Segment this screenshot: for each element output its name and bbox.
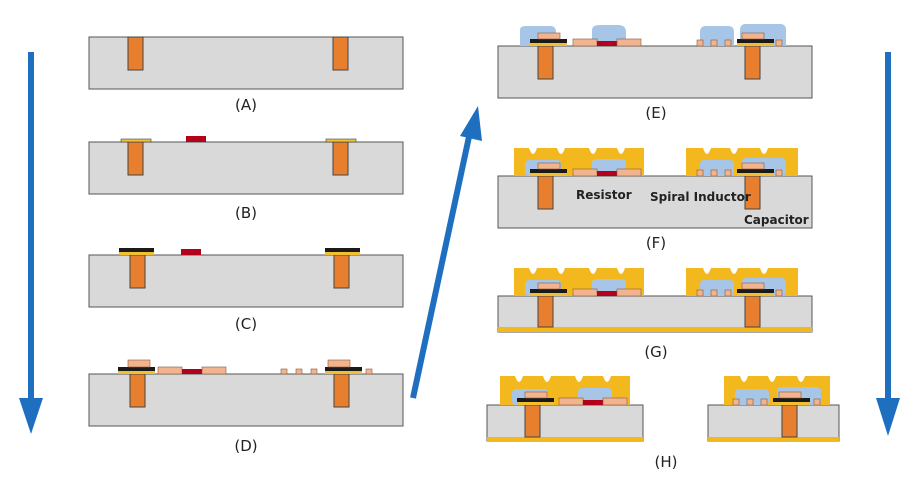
via bbox=[744, 45, 761, 80]
via bbox=[524, 404, 541, 438]
step-label-h: (H) bbox=[655, 453, 678, 471]
step-b-diagram bbox=[88, 136, 404, 195]
step-h-diagram bbox=[486, 376, 840, 442]
spiral-inductor-label: Spiral Inductor bbox=[650, 190, 751, 204]
up-right-arrow-icon bbox=[460, 106, 482, 141]
step-f-diagram: Resistor Spiral Inductor Capacitor bbox=[497, 148, 813, 229]
via bbox=[127, 141, 144, 176]
via bbox=[332, 36, 349, 71]
step-label-d: (D) bbox=[234, 437, 257, 455]
down-arrow-icon bbox=[19, 398, 43, 434]
step-label-a: (A) bbox=[235, 96, 257, 114]
resistor-film bbox=[181, 249, 201, 255]
step-label-g: (G) bbox=[644, 343, 667, 361]
step-e-diagram bbox=[497, 24, 813, 99]
seed-layer bbox=[120, 138, 152, 143]
resistor-film bbox=[182, 369, 202, 374]
flow-arrow-right bbox=[876, 52, 900, 436]
step-label-c: (C) bbox=[235, 315, 257, 333]
step-label-e: (E) bbox=[645, 104, 666, 122]
resistor-film bbox=[597, 41, 617, 46]
via bbox=[333, 373, 350, 408]
via bbox=[127, 36, 144, 71]
via bbox=[129, 373, 146, 408]
via bbox=[333, 254, 350, 289]
via bbox=[537, 295, 554, 328]
seed-layer bbox=[325, 138, 357, 143]
via bbox=[129, 254, 146, 289]
via bbox=[781, 404, 798, 438]
resistor-film bbox=[186, 136, 206, 142]
via bbox=[332, 141, 349, 176]
step-g-diagram bbox=[497, 268, 813, 333]
step-a-diagram bbox=[88, 36, 404, 90]
down-arrow-icon bbox=[876, 398, 900, 436]
resistor-film bbox=[583, 400, 603, 405]
step-label-b: (B) bbox=[235, 204, 257, 222]
resistor-label: Resistor bbox=[576, 188, 632, 202]
resistor-film bbox=[597, 171, 617, 176]
flow-arrow-left bbox=[19, 52, 43, 434]
capacitor-label: Capacitor bbox=[744, 213, 809, 227]
flow-arrow-middle bbox=[410, 106, 482, 399]
step-label-f: (F) bbox=[646, 234, 666, 252]
via bbox=[537, 175, 554, 210]
via bbox=[537, 45, 554, 80]
step-d-diagram bbox=[88, 359, 404, 427]
via bbox=[744, 295, 761, 328]
resistor-film bbox=[597, 291, 617, 296]
step-c-diagram bbox=[88, 248, 404, 308]
